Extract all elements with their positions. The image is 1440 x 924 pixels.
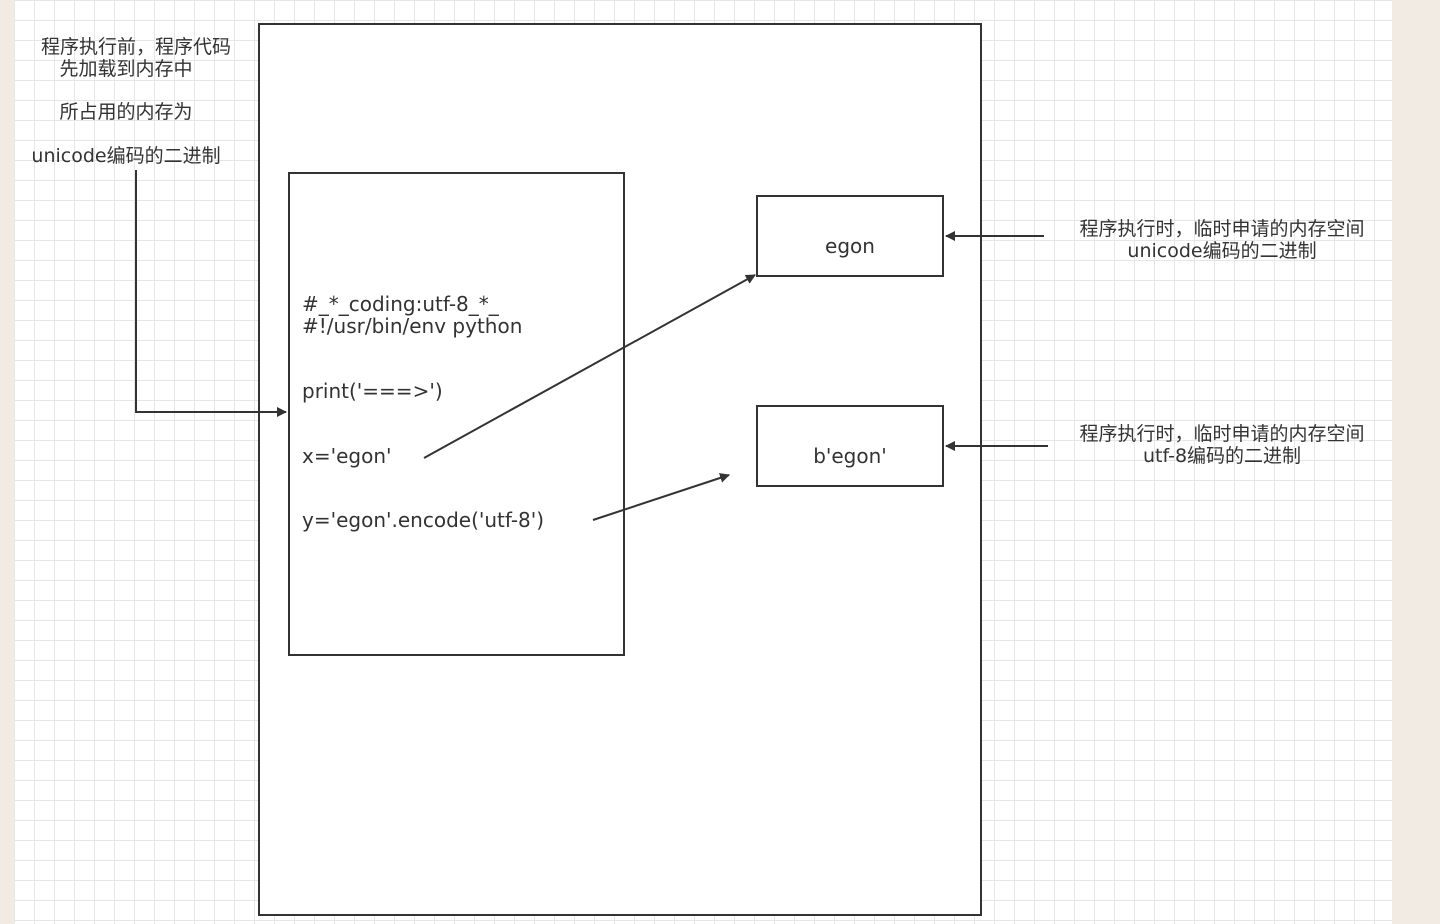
arrow-load-to-code [135, 170, 287, 417]
code-line-coding: #_*_coding:utf-8_*_ [302, 292, 499, 316]
memory-value-unicode: egon [825, 234, 875, 258]
arrow-y-to-utf8 [592, 473, 730, 521]
right-bottom-note-line2: utf-8编码的二进制 [1142, 445, 1302, 467]
code-line-y: y='egon'.encode('utf-8') [302, 508, 545, 532]
memory-box-utf8 [756, 405, 944, 487]
right-top-note-line1: 程序执行时，临时申请的内存空间 [1079, 218, 1365, 240]
left-note-line3: 所占用的内存为 [59, 101, 193, 123]
program-code-box [288, 172, 625, 656]
code-line-print: print('===>') [302, 379, 443, 403]
arrow-x-to-unicode [423, 274, 756, 459]
memory-box-unicode [756, 195, 944, 277]
code-line-shebang: #!/usr/bin/env python [302, 314, 523, 338]
code-line-x: x='egon' [302, 444, 392, 468]
right-top-note-line2: unicode编码的二进制 [1127, 240, 1317, 262]
memory-value-utf8: b'egon' [813, 444, 887, 468]
right-bottom-note-line1: 程序执行时，临时申请的内存空间 [1079, 423, 1365, 445]
left-note-line1: 程序执行前，程序代码 [40, 36, 231, 58]
left-note-line4: unicode编码的二进制 [31, 145, 221, 167]
left-note-line2: 先加载到内存中 [59, 58, 193, 80]
